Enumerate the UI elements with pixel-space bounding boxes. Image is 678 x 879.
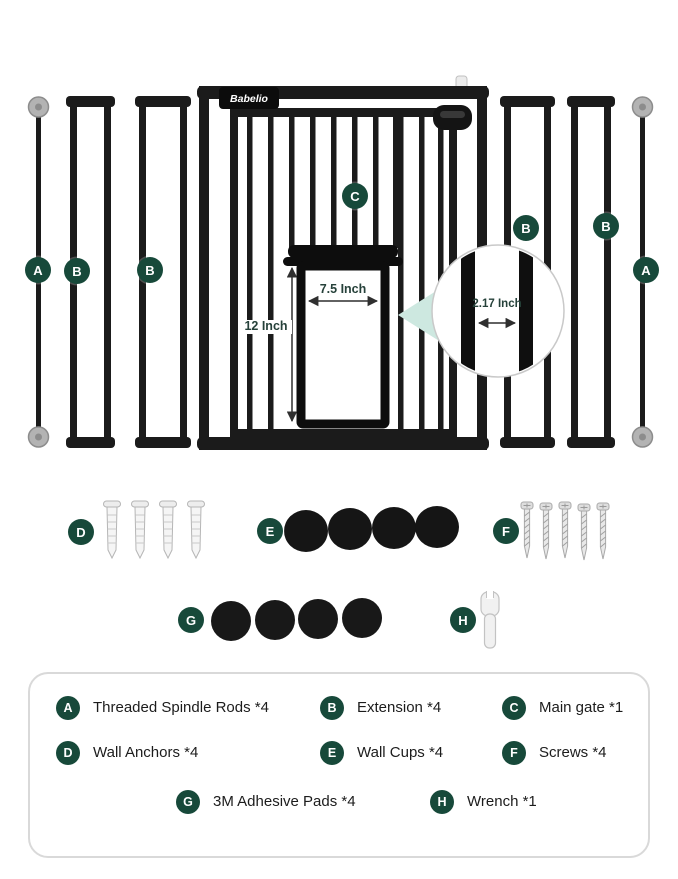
- legend-text-g: 3M Adhesive Pads *4: [213, 793, 356, 810]
- adhesive-pads-graphic: [211, 598, 382, 641]
- label-badge-b-right-2: B: [593, 213, 619, 239]
- legend-item-e: E Wall Cups *4: [320, 741, 443, 765]
- parts-legend: A Threaded Spindle Rods *4 B Extension *…: [28, 672, 650, 858]
- label-badge-g: G: [178, 607, 204, 633]
- label-badge-b-right-1: B: [513, 215, 539, 241]
- wall-cups-graphic: [284, 506, 459, 552]
- brand-label: Babelio: [230, 93, 269, 105]
- measure-door-height: 12 Inch: [240, 319, 292, 334]
- screws-graphic: [520, 501, 610, 561]
- legend-item-c: C Main gate *1: [502, 696, 623, 720]
- label-badge-b-left-2: B: [137, 257, 163, 283]
- label-badge-b-left-1: B: [64, 258, 90, 284]
- legend-item-g: G 3M Adhesive Pads *4: [176, 790, 356, 814]
- measure-door-width: 7.5 Inch: [319, 282, 367, 296]
- pet-door-graphic: [283, 245, 403, 429]
- legend-badge-f: F: [502, 741, 526, 765]
- wall-anchors-graphic: [103, 500, 205, 559]
- label-badge-c: C: [342, 183, 368, 209]
- legend-badge-h: H: [430, 790, 454, 814]
- legend-badge-b: B: [320, 696, 344, 720]
- gate-handle-graphic: [433, 105, 472, 130]
- measure-bar-gap: 2.17 Inch: [472, 298, 522, 310]
- legend-text-a: Threaded Spindle Rods *4: [93, 699, 269, 716]
- gate-illustration-svg: Babelio: [27, 75, 654, 649]
- legend-item-h: H Wrench *1: [430, 790, 537, 814]
- legend-text-h: Wrench *1: [467, 793, 537, 810]
- legend-badge-a: A: [56, 696, 80, 720]
- extension-right-2-graphic: [567, 96, 615, 448]
- label-badge-e: E: [257, 518, 283, 544]
- legend-text-e: Wall Cups *4: [357, 744, 444, 761]
- legend-text-b: Extension *4: [357, 699, 442, 716]
- legend-item-f: F Screws *4: [502, 741, 607, 765]
- legend-badge-e: E: [320, 741, 344, 765]
- label-badge-a-right: A: [633, 257, 659, 283]
- legend-text-c: Main gate *1: [539, 699, 624, 716]
- label-badge-f: F: [493, 518, 519, 544]
- legend-badge-g: G: [176, 790, 200, 814]
- brand-tag: Babelio: [219, 87, 279, 109]
- legend-text-f: Screws *4: [539, 744, 607, 761]
- legend-item-a: A Threaded Spindle Rods *4: [56, 696, 269, 720]
- magnifier-circle: [431, 244, 565, 378]
- main-gate-graphic: Babelio: [197, 75, 489, 450]
- legend-badge-d: D: [56, 741, 80, 765]
- label-badge-d: D: [68, 519, 94, 545]
- label-badge-h: H: [450, 607, 476, 633]
- legend-badge-c: C: [502, 696, 526, 720]
- wrench-graphic: [480, 590, 500, 649]
- legend-item-d: D Wall Anchors *4: [56, 741, 198, 765]
- legend-text-d: Wall Anchors *4: [93, 744, 199, 761]
- legend-item-b: B Extension *4: [320, 696, 441, 720]
- label-badge-a-left: A: [25, 257, 51, 283]
